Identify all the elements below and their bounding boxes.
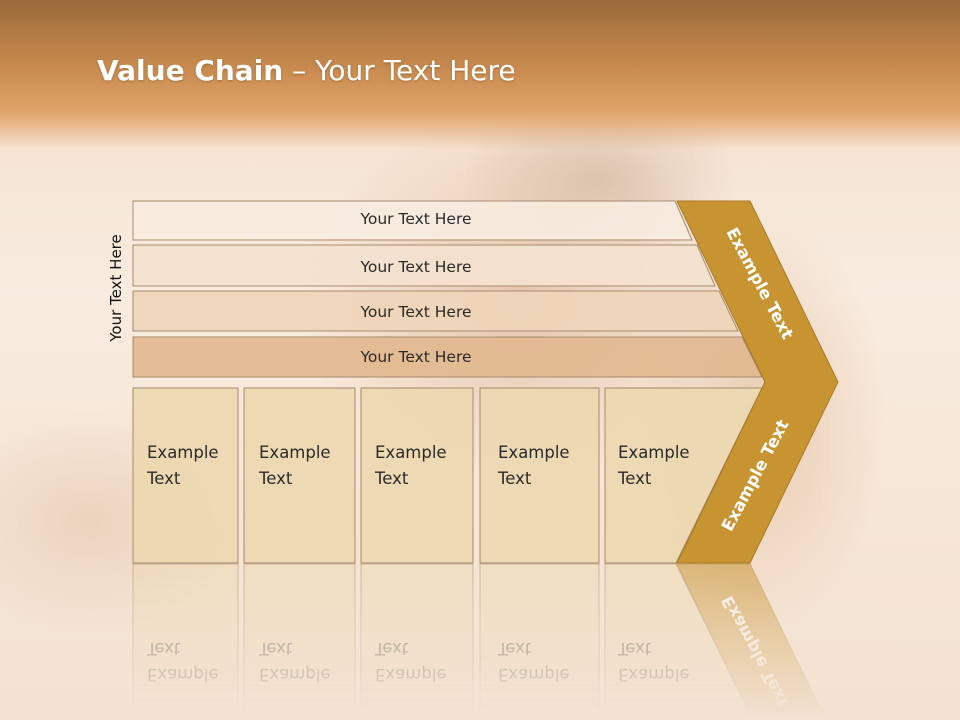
- diagram-reflection: Example Text Example Text Example Text E…: [132, 563, 827, 720]
- reflection-cell-line2: Text: [497, 639, 532, 658]
- support-row-shape: [132, 336, 763, 378]
- activity-cell-line2: Text: [497, 469, 532, 488]
- activity-cell-line1: Example: [147, 443, 219, 462]
- reflection-cell-1: Example Text: [132, 563, 239, 720]
- support-row-shape: [132, 244, 716, 287]
- activity-cell-line2: Text: [258, 469, 293, 488]
- reflection-cell-line1: Example: [147, 665, 219, 684]
- reflection-cell-shape: [243, 563, 356, 720]
- support-row-label: Your Text Here: [359, 348, 471, 366]
- support-row-3: Your Text Here: [132, 290, 739, 332]
- activity-cell-line1: Example: [375, 443, 447, 462]
- reflection-cell-shape: [479, 563, 600, 720]
- activity-cell-line1: Example: [498, 443, 570, 462]
- title-separator: –: [283, 54, 316, 87]
- reflection-cell-shape: [360, 563, 474, 720]
- reflection-cell-line1: Example: [498, 665, 570, 684]
- activity-cell-2: Example Text: [243, 387, 356, 564]
- reflection-cell-line1: Example: [259, 665, 331, 684]
- activity-cell-line1: Example: [618, 443, 690, 462]
- support-row-label: Your Text Here: [359, 303, 471, 321]
- reflection-cell-3: Example Text: [360, 563, 474, 720]
- reflection-cell-shape: [132, 563, 239, 720]
- chevron-shape: [676, 200, 839, 564]
- reflection-cell-5: Example Text: [604, 563, 754, 720]
- support-row-label: Your Text Here: [359, 210, 471, 228]
- reflection-cell-2: Example Text: [243, 563, 356, 720]
- activity-cell-shape: [243, 387, 356, 564]
- title-rest: Your Text Here: [315, 54, 516, 87]
- reflection-cell-4: Example Text: [479, 563, 600, 720]
- support-row-shape: [132, 200, 693, 241]
- activity-cell-3: Example Text: [360, 387, 474, 564]
- support-row-label: Your Text Here: [359, 258, 471, 276]
- margin-chevron: Example Text Example Text: [676, 200, 839, 564]
- reflection-cell-line2: Text: [374, 639, 409, 658]
- activity-cell-line2: Text: [374, 469, 409, 488]
- activity-cell-shape: [132, 387, 239, 564]
- support-row-shape: [132, 290, 739, 332]
- support-row-1: Your Text Here: [132, 200, 693, 241]
- activity-cell-line2: Text: [146, 469, 181, 488]
- reflection-cell-line2: Text: [258, 639, 293, 658]
- activity-cell-shape: [479, 387, 600, 564]
- reflection-cell-line1: Example: [375, 665, 447, 684]
- activity-cell-line2: Text: [617, 469, 652, 488]
- activity-cell-5: Example Text: [604, 387, 763, 564]
- activity-cell-line1: Example: [259, 443, 331, 462]
- slide-title: Value Chain – Your Text Here: [97, 54, 516, 87]
- activity-cell-4: Example Text: [479, 387, 600, 564]
- activity-cell-1: Example Text: [132, 387, 239, 564]
- support-row-2: Your Text Here: [132, 244, 716, 287]
- reflection-chevron-shape: [676, 563, 827, 720]
- activity-cell-shape: [604, 387, 763, 564]
- reflection-cell-line2: Text: [146, 639, 181, 658]
- title-bold: Value Chain: [97, 54, 284, 87]
- reflection-cell-line2: Text: [617, 639, 652, 658]
- reflection-cell-line1: Example: [618, 665, 690, 684]
- activity-cell-shape: [360, 387, 474, 564]
- header-band: [0, 0, 960, 150]
- reflection-cell-shape: [604, 563, 754, 720]
- support-row-4: Your Text Here: [132, 336, 763, 378]
- diagram-main: Your Text Here Your Text Here Your Text …: [132, 200, 839, 564]
